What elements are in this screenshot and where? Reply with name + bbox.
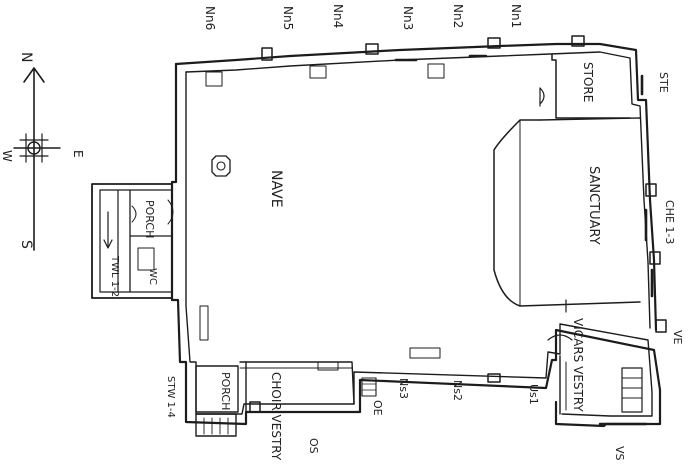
west-annex: PORCH WC TWL 1-2 xyxy=(91,183,174,299)
choir-vestry: CHOIR VESTRY xyxy=(239,361,377,461)
window-label-ns3: Ns3 xyxy=(397,378,410,399)
east-window-labels: STE CHE 1-3 VE xyxy=(657,72,684,345)
window-label-ve: VE xyxy=(671,330,684,345)
window-label-nn6: Nn6 xyxy=(203,6,217,30)
vicars-vestry: VICARS VESTRY xyxy=(547,318,643,415)
window-label-oe: OE xyxy=(371,400,384,416)
window-label-nn2: Nn2 xyxy=(451,4,465,28)
vicars-vestry-label: VICARS VESTRY xyxy=(571,318,585,412)
compass-west-label: W xyxy=(0,150,14,162)
window-label-ste: STE xyxy=(657,72,670,93)
wc-label: WC xyxy=(147,268,158,285)
south-porch: PORCH xyxy=(195,365,239,437)
window-label-nn1: Nn1 xyxy=(509,4,523,28)
store-room: STORE xyxy=(539,53,631,119)
nave-label: NAVE xyxy=(268,170,284,208)
twl-label: TWL 1-2 xyxy=(109,255,120,297)
compass-rose: N S E W xyxy=(0,52,85,251)
building-walls xyxy=(170,35,667,428)
compass-south-label: S xyxy=(18,240,34,249)
south-porch-label: PORCH xyxy=(219,372,232,410)
east-south-windows xyxy=(317,74,654,426)
window-label-vs: VS xyxy=(613,446,626,461)
compass-east-label: E xyxy=(71,150,85,158)
window-label-stw: STW 1-4 xyxy=(165,376,176,418)
south-window-labels: VS Us1 Ns2 Ns3 OE OS STW 1-4 xyxy=(165,376,626,461)
sanctuary-label: SANCTUARY xyxy=(586,166,601,245)
store-label: STORE xyxy=(581,62,595,102)
window-label-us1: Us1 xyxy=(527,384,540,405)
window-label-che: CHE 1-3 xyxy=(663,200,676,244)
window-label-os: OS xyxy=(307,438,320,454)
window-label-nn4: Nn4 xyxy=(331,4,345,28)
north-window-labels: Nn6 Nn5 Nn4 Nn3 Nn2 Nn1 xyxy=(203,4,523,30)
nave-area: NAVE xyxy=(199,155,284,341)
window-label-ns2: Ns2 xyxy=(451,380,464,401)
choir-vestry-label: CHOIR VESTRY xyxy=(269,372,283,461)
north-windows xyxy=(205,54,488,87)
window-label-nn3: Nn3 xyxy=(401,6,415,30)
west-porch-label: PORCH xyxy=(143,200,156,238)
sanctuary-area: SANCTUARY xyxy=(493,117,641,313)
window-label-nn5: Nn5 xyxy=(281,6,295,30)
compass-north-label: N xyxy=(18,52,34,62)
